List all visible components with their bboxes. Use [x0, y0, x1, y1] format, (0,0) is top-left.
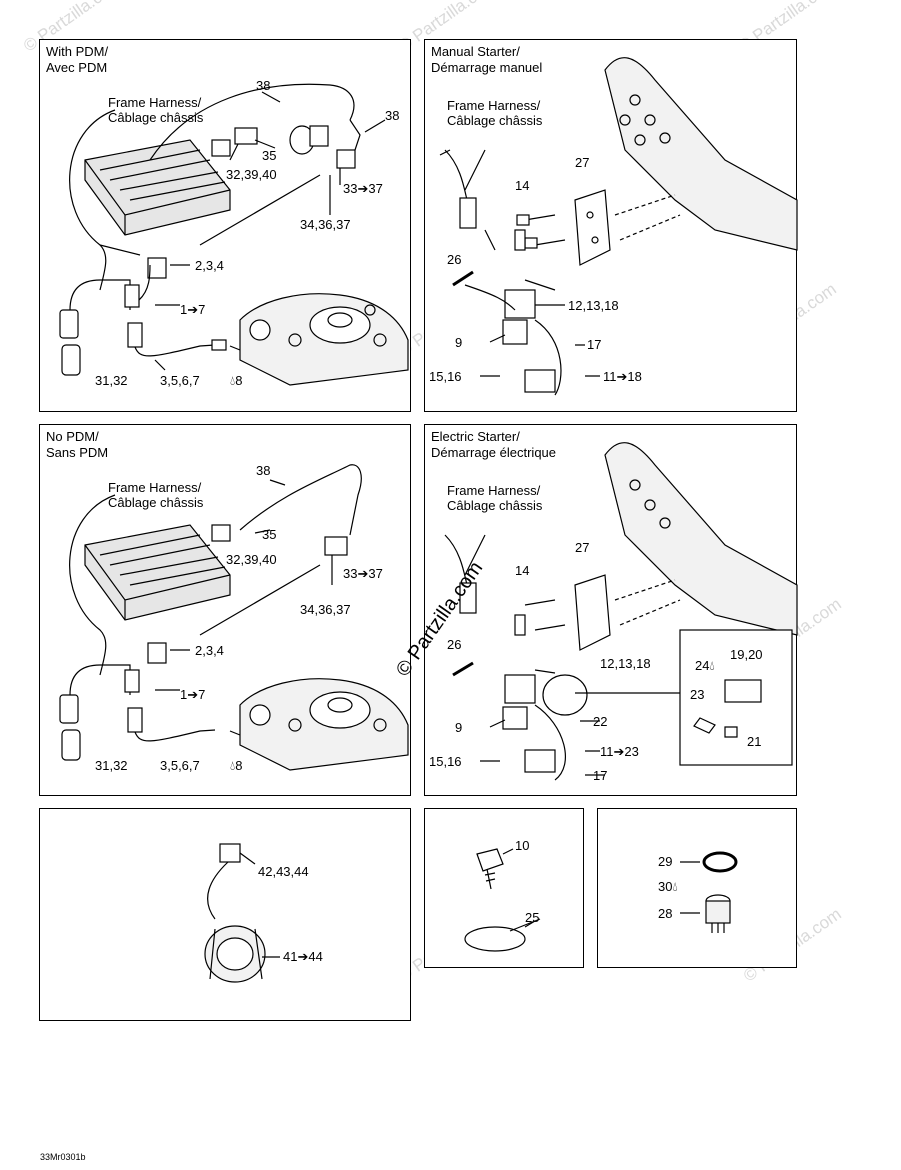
callout: 32,39,40: [226, 552, 277, 567]
callout: 25: [525, 910, 540, 925]
callout: 9: [455, 720, 463, 735]
callout: 26: [447, 252, 462, 267]
callout: 38: [385, 108, 400, 123]
callout: 15,16: [429, 369, 462, 384]
callout-text: 30: [658, 879, 673, 894]
panel-plug: 29 30💧︎ 28: [597, 808, 797, 968]
callout-text: 8: [235, 373, 243, 388]
callout: 33➔37: [343, 566, 383, 581]
callout: 35: [262, 148, 277, 163]
callout: 3,5,6,7: [160, 373, 200, 388]
callout: 28: [658, 906, 673, 921]
callout: 31,32: [95, 373, 128, 388]
callout: 2,3,4: [195, 643, 224, 658]
callout: 34,36,37: [300, 217, 351, 232]
panel-subtitle: Démarrage électrique: [431, 445, 557, 460]
no-pdm-illustration: [59, 464, 409, 771]
sensor-illustration: [204, 843, 280, 983]
callout: 11➔23: [600, 744, 639, 759]
callout-text: 8: [235, 758, 243, 773]
panel-subtitle: Démarrage manuel: [431, 60, 543, 75]
drop-icon: 💧︎: [709, 658, 715, 673]
callout: 29: [658, 854, 673, 869]
callout: 💧︎8: [230, 758, 242, 773]
harness-label-fr: Câblage châssis: [447, 498, 543, 513]
plug-illustration: [680, 851, 738, 933]
drop-icon: 💧︎: [230, 758, 236, 773]
harness-label-fr: Câblage châssis: [447, 113, 543, 128]
harness-label: Frame Harness/: [447, 483, 541, 498]
callout: 11➔18: [603, 369, 642, 384]
callout: 3,5,6,7: [160, 758, 200, 773]
callout: 38: [256, 78, 271, 93]
reference-code: 33Mr0301b: [40, 1152, 86, 1162]
panel-title: Electric Starter/: [431, 429, 520, 444]
callout: 2,3,4: [195, 258, 224, 273]
callout: 33➔37: [343, 181, 383, 196]
harness-label: Frame Harness/: [108, 480, 202, 495]
manual-starter-illustration: [439, 57, 798, 396]
callout: 42,43,44: [258, 864, 309, 879]
callout: 17: [593, 768, 608, 783]
callout: 15,16: [429, 754, 462, 769]
panel-fasteners: 10 25: [424, 808, 584, 968]
panel-electric-starter: Electric Starter/ Démarrage électrique F…: [424, 424, 798, 796]
callout: 1➔7: [180, 687, 206, 702]
panel-subtitle: Avec PDM: [46, 60, 108, 75]
panel-subtitle: Sans PDM: [46, 445, 109, 460]
panel-sensor: 42,43,44 41➔44: [39, 808, 411, 1021]
callout: 14: [515, 563, 530, 578]
callout: 1➔7: [180, 302, 206, 317]
callout: 27: [575, 540, 590, 555]
harness-label-fr: Câblage châssis: [108, 495, 204, 510]
callout: 17: [587, 337, 602, 352]
harness-label: Frame Harness/: [108, 95, 202, 110]
callout: 32,39,40: [226, 167, 277, 182]
callout: 14: [515, 178, 530, 193]
drop-icon: 💧︎: [672, 879, 678, 894]
callout: 27: [575, 155, 590, 170]
callout: 10: [515, 838, 530, 853]
callout: 12,13,18: [600, 656, 651, 671]
callout: 22: [593, 714, 608, 729]
callout: 💧︎8: [230, 373, 242, 388]
callout: 19,20: [730, 647, 763, 662]
callout: 31,32: [95, 758, 128, 773]
panel-with-pdm: With PDM/ Avec PDM Frame Harness/ Câblag…: [39, 39, 411, 412]
callout-text: 24: [695, 658, 710, 673]
callout: 26: [447, 637, 462, 652]
callout: 23: [690, 687, 705, 702]
panel-title: Manual Starter/: [431, 44, 520, 59]
callout: 38: [256, 463, 271, 478]
callout: 21: [747, 734, 762, 749]
panel-title: With PDM/: [46, 44, 109, 59]
harness-label-fr: Câblage châssis: [108, 110, 204, 125]
callout: 24💧︎: [695, 658, 715, 673]
panel-no-pdm: No PDM/ Sans PDM Frame Harness/ Câblage …: [39, 424, 411, 796]
drop-icon: 💧︎: [230, 373, 236, 388]
callout: 30💧︎: [658, 879, 678, 894]
callout: 12,13,18: [568, 298, 619, 313]
callout: 35: [262, 527, 277, 542]
panel-title: No PDM/: [46, 429, 99, 444]
electric-starter-illustration: [444, 442, 798, 781]
with-pdm-illustration: [59, 83, 409, 386]
callout: 34,36,37: [300, 602, 351, 617]
harness-label: Frame Harness/: [447, 98, 541, 113]
callout: 41➔44: [283, 949, 323, 964]
callout: 9: [455, 335, 463, 350]
panel-manual-starter: Manual Starter/ Démarrage manuel Frame H…: [424, 39, 798, 412]
fasteners-illustration: [464, 848, 541, 952]
